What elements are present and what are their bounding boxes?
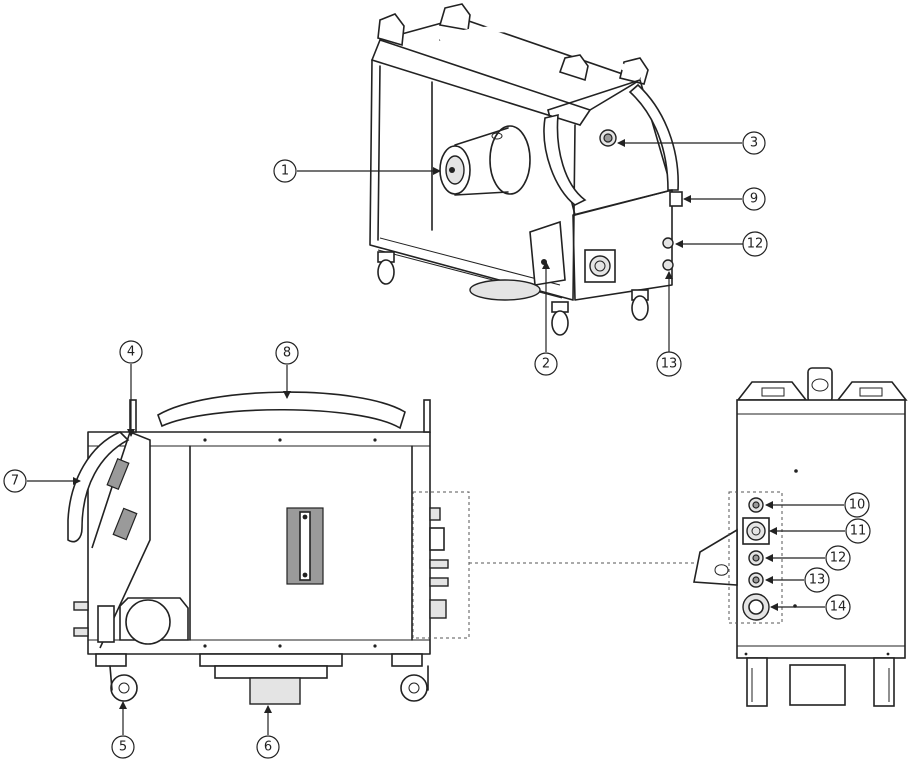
caster-top-right [631,289,649,321]
callout-5: 5 [111,735,135,759]
callout-2: 2 [534,352,558,376]
caster-side-right [391,653,429,702]
callout-6: 6 [256,735,280,759]
connector-13-top [662,259,674,271]
callout-1-label: 1 [281,164,289,179]
callout-12-rear: 12 [825,545,851,571]
caster-top-left [377,251,395,285]
callout-13-rear: 13 [804,567,830,593]
detail-box-left [412,491,470,639]
callout-10-label: 10 [849,498,866,513]
rear-wheel-left [746,657,768,707]
callout-9: 9 [742,187,766,211]
callout-3: 3 [742,131,766,155]
callout-14: 14 [825,594,851,620]
left-side-handle [543,113,587,206]
callout-11-label: 11 [850,524,867,539]
caster-side-left [95,653,138,702]
callout-8: 8 [275,341,299,365]
callout-9-label: 9 [750,192,758,207]
connector-12-top [662,237,674,249]
callout-12-top: 12 [742,231,768,257]
callout-13-rear-label: 13 [809,573,826,588]
base-foot-6 [249,677,301,705]
callout-13-top: 13 [656,351,682,377]
callout-1: 1 [273,159,297,183]
fan-window [125,599,171,645]
callout-7: 7 [3,469,27,493]
callout-12-rear-label: 12 [830,551,847,566]
callout-10: 10 [844,492,870,518]
callout-2-label: 2 [542,357,550,372]
bracket-9 [693,528,738,586]
callout-13-top-label: 13 [661,357,678,372]
spool-rear-flange [489,125,531,195]
feeder-side-view [67,391,470,705]
callout-7-label: 7 [11,474,19,489]
leader-lines [27,139,845,735]
callout-5-label: 5 [119,740,127,755]
detail-box-right [728,491,783,624]
right-side-handle [628,83,679,191]
feeder-perspective-view [369,3,683,336]
caster-top-front [551,301,569,336]
callout-4-label: 4 [127,345,135,360]
callout-14-label: 14 [830,600,847,615]
front-handle-7 [67,431,130,543]
rear-base-foot [789,664,846,706]
rear-wheel-right [873,657,895,707]
callout-8-label: 8 [283,346,291,361]
callout-6-label: 6 [264,740,272,755]
callout-11: 11 [845,518,871,544]
callout-4: 4 [119,340,143,364]
callout-12-top-label: 12 [747,237,764,252]
carry-handle-8 [157,391,406,430]
feeder-rear-view [693,367,908,707]
callout-3-label: 3 [750,136,758,151]
